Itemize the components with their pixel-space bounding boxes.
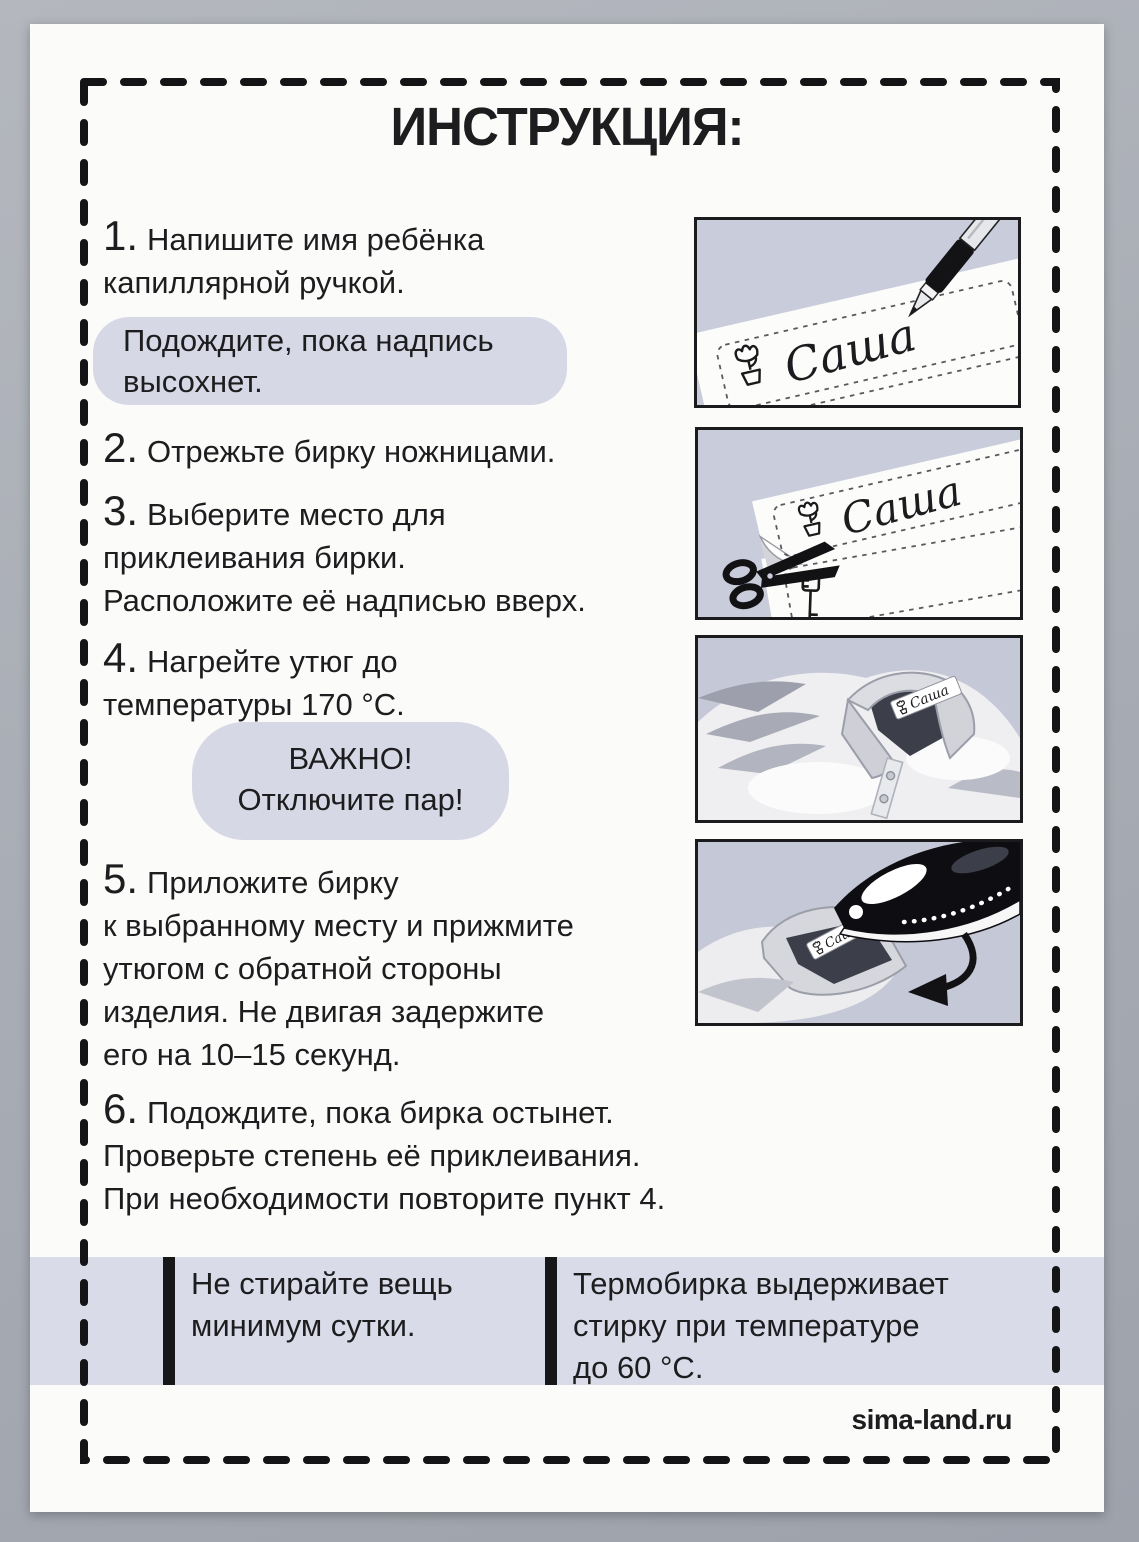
arrow-down-icon	[908, 931, 977, 1006]
button-placket	[870, 757, 904, 820]
step-number: 2.	[103, 424, 139, 471]
step-text: Нагрейте утюг до температуры 170 °С.	[103, 644, 405, 722]
scissors-icon	[722, 541, 840, 610]
step-number: 3.	[103, 487, 139, 534]
brand-text: sima-land.ru	[851, 1404, 1013, 1435]
page-title: ИНСТРУКЦИЯ:	[390, 96, 745, 157]
collar: Саша	[840, 671, 976, 820]
tulip-icon	[797, 501, 821, 537]
tulip-icon	[734, 344, 761, 386]
step-number: 1.	[103, 212, 139, 259]
illustration-cutting-label: Саша	[695, 427, 1023, 620]
step-item-3: 3.Выберите место для приклеивания бирки.…	[103, 489, 703, 622]
step-item-2: 2.Отрежьте бирку ножницами.	[103, 426, 703, 473]
step-text: Напишите имя ребёнка капиллярной ручкой.	[103, 222, 485, 300]
step-item-1: 1.Напишите имя ребёнка капиллярной ручко…	[103, 214, 703, 304]
step-text: Подождите, пока бирка остынет. Проверьте…	[103, 1095, 666, 1216]
label-sheet: Саша	[697, 257, 1018, 405]
step-item-6: 6.Подождите, пока бирка остынет. Проверь…	[103, 1087, 703, 1220]
footer-note-left: Не стирайте вещь минимум сутки.	[191, 1266, 453, 1343]
footer-divider-bar	[545, 1257, 557, 1385]
step-text: Приложите бирку к выбранному месту и при…	[103, 865, 574, 1072]
illustration-ironing-label: Саша	[695, 839, 1023, 1026]
illustration-writing-name: Саша	[694, 217, 1021, 408]
footer-note-right: Термобирка выдерживает стирку при темпер…	[573, 1266, 949, 1385]
step-item-4: 4.Нагрейте утюг до температуры 170 °С.	[103, 636, 703, 726]
callout-important: ВАЖНО! Отключите пар!	[192, 722, 509, 840]
step-text: Отрежьте бирку ножницами.	[147, 434, 556, 469]
illustration-shirt-with-label: Саша	[695, 635, 1023, 823]
pen-icon	[908, 220, 1018, 318]
footer-divider-bar	[163, 1257, 175, 1385]
callout-dry-note: Подождите, пока надпись высохнет.	[93, 317, 567, 405]
step-number: 4.	[103, 634, 139, 681]
iron-icon	[834, 842, 1020, 943]
step-number: 6.	[103, 1085, 139, 1132]
step-item-5: 5.Приложите бирку к выбранному месту и п…	[103, 857, 703, 1076]
step-text: Выберите место для приклеивания бирки. Р…	[103, 497, 586, 618]
step-number: 5.	[103, 855, 139, 902]
